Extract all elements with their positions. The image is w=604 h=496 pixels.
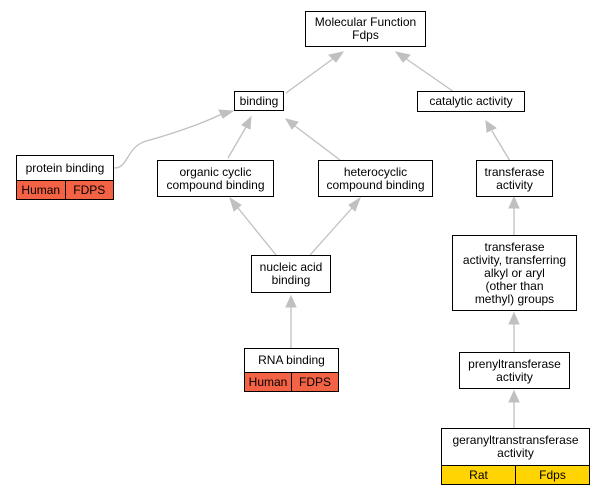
arrowhead-organic-cyclic	[229, 196, 242, 212]
arrowhead-catalytic	[485, 119, 498, 133]
species-cell: Human	[248, 374, 288, 389]
arrowhead-molecular-function-left	[327, 51, 345, 63]
node-label: Molecular Function Fdps	[314, 15, 417, 42]
node-label: heterocyclic compound binding	[326, 164, 425, 192]
node-nucleic-acid-binding[interactable]: nucleic acid binding	[251, 255, 331, 293]
node-label: geranyltranstransferase activity	[452, 433, 579, 460]
node-label: transferase activity	[484, 164, 545, 192]
gene-cell: FDPS	[291, 373, 338, 391]
node-label: prenyltransferase activity	[468, 356, 561, 384]
annotation-row-rat: Rat Fdps	[442, 465, 589, 484]
edge-catalytic-to-molecular-function	[404, 57, 455, 93]
arrowhead-nucleic-acid	[285, 294, 297, 308]
species-cell: Human	[21, 182, 61, 197]
node-geranyltranstransferase-activity[interactable]: geranyltranstransferase activity Rat Fdp…	[441, 428, 590, 485]
node-transferase-activity[interactable]: transferase activity	[476, 160, 553, 197]
edge-organic-cyclic-to-binding	[227, 126, 247, 159]
node-label: nucleic acid binding	[259, 260, 323, 287]
edge-nucleic-acid-to-organic-cyclic	[237, 207, 277, 256]
node-prenyltransferase-activity[interactable]: prenyltransferase activity	[459, 352, 570, 389]
species-cell: Rat	[469, 467, 488, 482]
node-label: RNA binding	[258, 353, 325, 367]
node-label: catalytic activity	[429, 94, 513, 108]
node-organic-cyclic-compound-binding[interactable]: organic cyclic compound binding	[157, 160, 274, 197]
node-label: protein binding	[25, 160, 105, 175]
arrowhead-prenyl	[508, 389, 520, 403]
node-label: binding	[239, 93, 279, 108]
node-protein-binding[interactable]: protein binding Human FDPS	[16, 155, 114, 200]
node-transferase-alkyl-aryl[interactable]: transferase activity, transferring alkyl…	[452, 235, 577, 311]
edge-heterocyclic-to-binding	[294, 125, 341, 161]
arrowhead-transferase	[508, 195, 520, 209]
node-catalytic-activity[interactable]: catalytic activity	[417, 91, 525, 112]
arrowhead-alkyl-aryl	[508, 311, 520, 325]
arrowhead-molecular-function-right	[394, 51, 412, 63]
annotation-row-human: Human FDPS	[245, 372, 338, 391]
gene-cell: FDPS	[64, 181, 114, 199]
node-molecular-function[interactable]: Molecular Function Fdps	[305, 11, 426, 47]
annotation-row-human: Human FDPS	[17, 180, 113, 199]
edge-protein-binding-to-binding	[113, 113, 223, 169]
node-rna-binding[interactable]: RNA binding Human FDPS	[244, 348, 339, 392]
arrowhead-binding-heterocyclic	[284, 118, 299, 130]
arrowhead-heterocyclic	[348, 196, 362, 212]
node-heterocyclic-compound-binding[interactable]: heterocyclic compound binding	[318, 160, 433, 197]
edge-nucleic-acid-to-heterocyclic	[309, 207, 353, 256]
gene-cell: Fdps	[515, 466, 589, 484]
node-binding[interactable]: binding	[234, 91, 284, 111]
node-label: transferase activity, transferring alkyl…	[462, 239, 567, 306]
edge-binding-to-molecular-function	[285, 57, 335, 94]
arrowhead-binding-protein	[218, 109, 235, 119]
arrowhead-binding-organic	[241, 115, 252, 130]
edge-transferase-to-catalytic	[491, 130, 511, 162]
node-label: organic cyclic compound binding	[166, 164, 265, 192]
